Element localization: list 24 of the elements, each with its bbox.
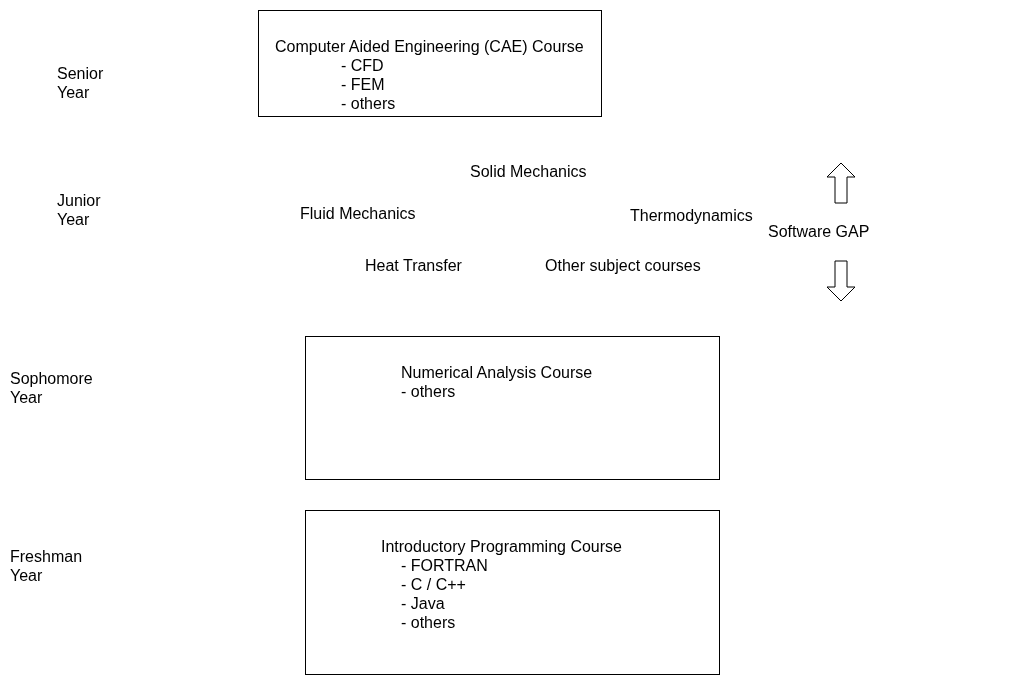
text-label: Sophomore Year [10, 369, 94, 407]
text-label: Junior Year [57, 191, 102, 229]
text-label: Thermodynamics [630, 206, 753, 225]
text-label: Other subject courses [545, 256, 701, 275]
text-label: Solid Mechanics [470, 162, 587, 181]
list-item: - FORTRAN [401, 556, 488, 575]
text-label: Freshman Year [10, 547, 84, 585]
course-title: Introductory Programming Course [381, 537, 622, 556]
list-item: - others [401, 382, 456, 401]
list-item: - FEM [341, 75, 385, 94]
list-item: - CFD [341, 56, 384, 75]
course-box [305, 510, 720, 675]
course-box [305, 336, 720, 480]
list-item: - others [401, 613, 456, 632]
course-title: Computer Aided Engineering (CAE) Course [275, 37, 584, 56]
text-label: Senior Year [57, 64, 105, 102]
course-title: Numerical Analysis Course [401, 363, 593, 382]
list-item: - others [341, 94, 396, 113]
list-item: - C / C++ [401, 575, 466, 594]
text-label: Fluid Mechanics [300, 204, 416, 223]
list-item: - Java [401, 594, 445, 613]
text-label: Software GAP [768, 222, 870, 241]
course-box [258, 10, 602, 117]
text-label: Heat Transfer [365, 256, 462, 275]
